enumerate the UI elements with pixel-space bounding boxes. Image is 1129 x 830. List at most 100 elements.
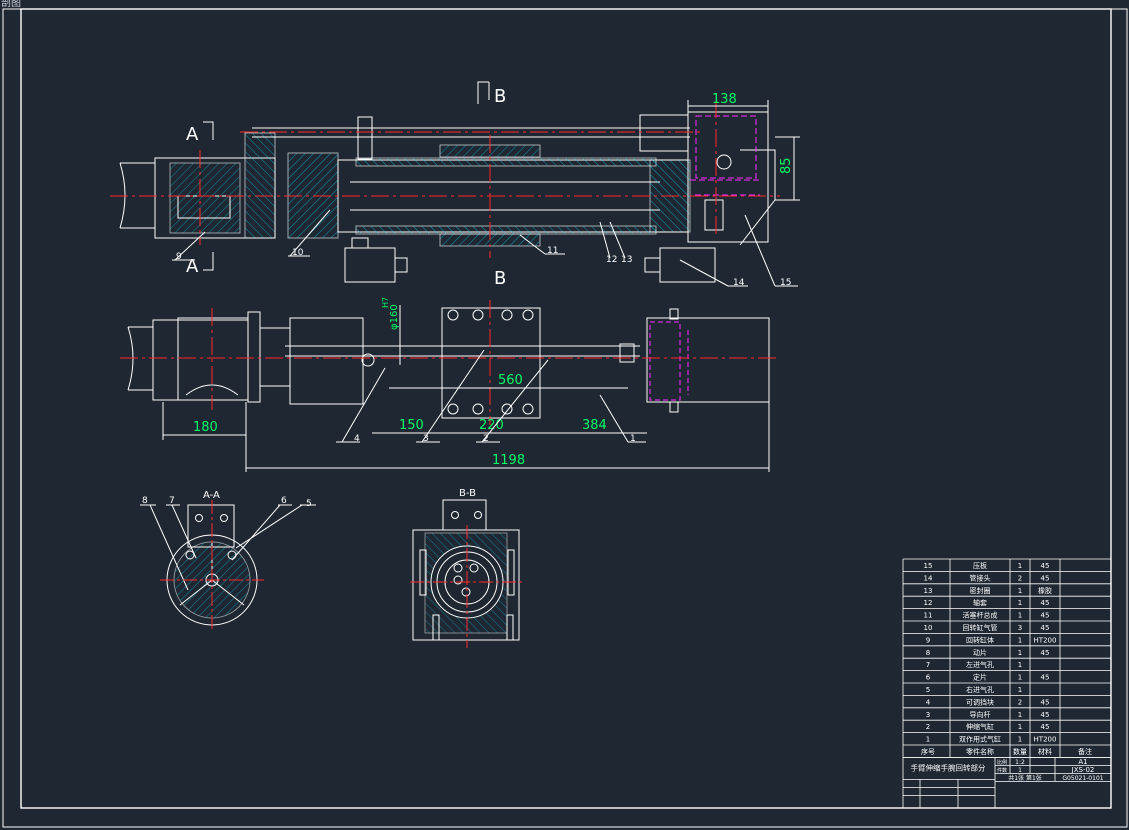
bom-row-qty: 1 (1018, 636, 1022, 644)
bom-row-qty: 1 (1018, 599, 1022, 607)
bom-row-name: 活塞杆总成 (963, 611, 998, 620)
bom-row-qty: 2 (1018, 698, 1022, 706)
bom-row-qty: 1 (1018, 686, 1022, 694)
bom-header-qty: 数量 (1013, 747, 1027, 756)
project-code: G05021-0101 (1062, 775, 1103, 782)
bom-row-no: 3 (926, 711, 930, 719)
section-label-a-bottom: A (186, 256, 199, 277)
bom-row-name: 导向杆 (970, 710, 991, 719)
bom-row-no: 2 (926, 723, 930, 731)
bom-row-material: 45 (1041, 649, 1050, 657)
sheet-count-label: 件数 (997, 767, 1007, 774)
bom-row-qty: 1 (1018, 674, 1022, 682)
section-markers (203, 81, 490, 271)
drawing-tab[interactable]: 剖图 (0, 0, 1129, 9)
bom-row-name: 左进气孔 (966, 660, 994, 669)
callout-4: 4 (354, 434, 360, 444)
bom-row-material: 橡胶 (1038, 586, 1052, 595)
bom-row-material: 45 (1041, 698, 1050, 706)
top-view (127, 307, 770, 419)
view-aa (140, 504, 316, 626)
bom-row-no: 9 (926, 636, 930, 644)
bom-row-name: 密封圈 (970, 586, 991, 595)
bom-row-name: 回转缸气管 (963, 623, 998, 632)
callout-1: 1 (630, 434, 636, 444)
dim-560: 560 (498, 373, 523, 388)
dims-top (162, 305, 770, 472)
view-aa-title: A-A (203, 490, 220, 501)
dim-85: 85 (779, 157, 794, 174)
view-bb-title: B-B (459, 488, 476, 499)
bom-row-no: 4 (926, 698, 931, 706)
tab-label: 剖图 (1, 0, 21, 9)
callout-6: 6 (281, 496, 287, 506)
drawing-number: JXS-02 (1071, 766, 1095, 774)
bom-row-no: 15 (924, 562, 933, 570)
bom-row-no: 14 (924, 574, 933, 582)
bom-row-no: 12 (924, 599, 933, 607)
bom-row-name: 右进气孔 (966, 685, 994, 694)
dim-384: 384 (582, 418, 607, 433)
bom-row-no: 6 (926, 674, 931, 682)
bom-row-no: 13 (924, 587, 933, 595)
bom-row-name: 轴套 (973, 598, 987, 607)
sheet-size: A1 (1078, 758, 1087, 766)
callout-15: 15 (780, 278, 791, 288)
bom-row-name: 动片 (973, 648, 987, 657)
bom-header-no: 序号 (921, 747, 935, 756)
bom-row-material: HT200 (1034, 636, 1057, 644)
bom-row-qty: 1 (1018, 711, 1022, 719)
dim-dia-value: φ160 (389, 304, 400, 330)
callout-11: 11 (547, 246, 558, 256)
bom-row-no: 1 (926, 736, 930, 744)
bom-row-name: 可调挡块 (966, 697, 994, 706)
bom-row-qty: 1 (1018, 587, 1022, 595)
bom-row-qty: 1 (1018, 612, 1022, 620)
main-section-view (119, 111, 776, 283)
bom-row-no: 5 (926, 686, 930, 694)
bom-row-material: HT200 (1034, 736, 1057, 744)
sheet-frame (2, 8, 1128, 828)
scale-label: 比例 (997, 759, 1007, 766)
bom-row-material: 45 (1041, 624, 1050, 632)
view-bb (412, 499, 520, 641)
dim-150: 150 (399, 418, 424, 433)
centerlines-bb (410, 525, 524, 648)
bom-row-no: 10 (924, 624, 933, 632)
sheet-count: 1 (1018, 767, 1022, 774)
bom-header-name: 零件名称 (966, 747, 994, 756)
bom-row-qty: 1 (1018, 649, 1022, 657)
bom-row-name: 管接头 (970, 573, 991, 582)
bom-row-no: 7 (926, 661, 930, 669)
dim-fit: H7 (381, 297, 390, 308)
centerlines-top (120, 300, 780, 425)
bom-row-qty: 1 (1018, 661, 1022, 669)
bom-header-remark: 备注 (1078, 747, 1092, 756)
leaders-top (336, 349, 646, 443)
bom-row-material: 45 (1041, 562, 1050, 570)
bom-row-material: 45 (1041, 574, 1050, 582)
dims-main (687, 100, 800, 201)
leaders-main (172, 209, 798, 287)
bom-row-no: 11 (924, 612, 933, 620)
callout-9: 9 (176, 252, 182, 262)
callout-13: 13 (621, 255, 632, 265)
drawing-title: 手臂伸缩手腕回转部分 (911, 762, 986, 772)
bom-row-no: 8 (926, 649, 930, 657)
callout-5: 5 (306, 499, 312, 509)
bom-row-qty: 1 (1018, 562, 1022, 570)
dim-180: 180 (193, 420, 218, 435)
centerlines-aa (160, 500, 264, 630)
section-label-a-top: A (186, 124, 199, 145)
bom-row-material: 45 (1041, 723, 1050, 731)
bom-header-material: 材料 (1038, 747, 1052, 756)
dim-220: 220 (479, 418, 504, 433)
callout-2: 2 (483, 434, 489, 444)
callout-14: 14 (733, 278, 745, 288)
scale-value: 1:2 (1015, 759, 1025, 766)
callout-12: 12 (606, 255, 617, 265)
dim-138: 138 (712, 92, 737, 107)
bom-row-material: 45 (1041, 599, 1050, 607)
